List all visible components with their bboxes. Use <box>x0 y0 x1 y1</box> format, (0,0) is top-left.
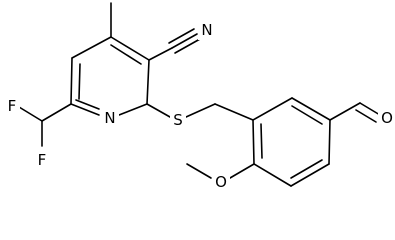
bond-ring-n-c2 <box>118 103 148 116</box>
bond-ring-c6-n <box>70 103 100 116</box>
bond-f-top <box>18 106 43 122</box>
chemical-structure-diagram: F F N N S O O <box>4 2 395 192</box>
bond-benz-5-6 <box>291 97 331 121</box>
atom-f-top: F <box>8 97 17 115</box>
bond-aldehyde-c <box>329 102 361 121</box>
atom-o-methoxy: O <box>215 173 227 191</box>
bond-benz-5-6-double <box>291 105 323 125</box>
bond-ring-c3-c4 <box>110 36 150 61</box>
bond-benz-1-2 <box>252 119 255 165</box>
bond-lines <box>18 2 381 187</box>
bond-ring-c3-c4-double <box>110 44 142 65</box>
bond-ring-c4-c5 <box>71 36 112 59</box>
bond-s-ch2 <box>185 103 216 118</box>
bond-aldehyde-co <box>359 102 381 116</box>
bond-ring-c2-c3 <box>146 59 150 105</box>
atom-n-nitrile: N <box>201 21 212 39</box>
bond-ring-c5-c6 <box>70 57 73 105</box>
bond-methoxy-ch3 <box>186 163 212 179</box>
bond-methoxy-o <box>229 163 255 179</box>
bond-c3-cn <box>148 47 173 61</box>
bond-nitrile-1 <box>171 33 198 49</box>
atom-f-bottom: F <box>38 151 47 169</box>
bond-ring-c6-n-double <box>75 99 100 110</box>
atom-labels: F F N N S O O <box>4 20 395 192</box>
bond-benz-4-5 <box>328 119 331 165</box>
atom-o-aldehyde: O <box>381 109 393 127</box>
bond-c2-s <box>146 103 171 118</box>
bond-ch2-benzene <box>214 103 254 121</box>
bond-benz-3-4 <box>290 163 330 187</box>
atom-s-thioether: S <box>173 111 183 129</box>
atom-n-ring: N <box>104 109 115 127</box>
bond-nitrile-2 <box>168 28 195 44</box>
bond-ring-c5-c6-double <box>78 63 81 100</box>
bond-benz-1-2-double <box>260 123 263 159</box>
bond-benz-2-3 <box>253 163 292 187</box>
bond-aldehyde-co-double <box>355 109 377 123</box>
bond-chf2-ring <box>41 103 72 122</box>
bond-nitrile-3 <box>174 38 201 54</box>
bond-benz-6-1 <box>252 97 293 121</box>
bond-benz-3-4-double <box>290 159 323 179</box>
